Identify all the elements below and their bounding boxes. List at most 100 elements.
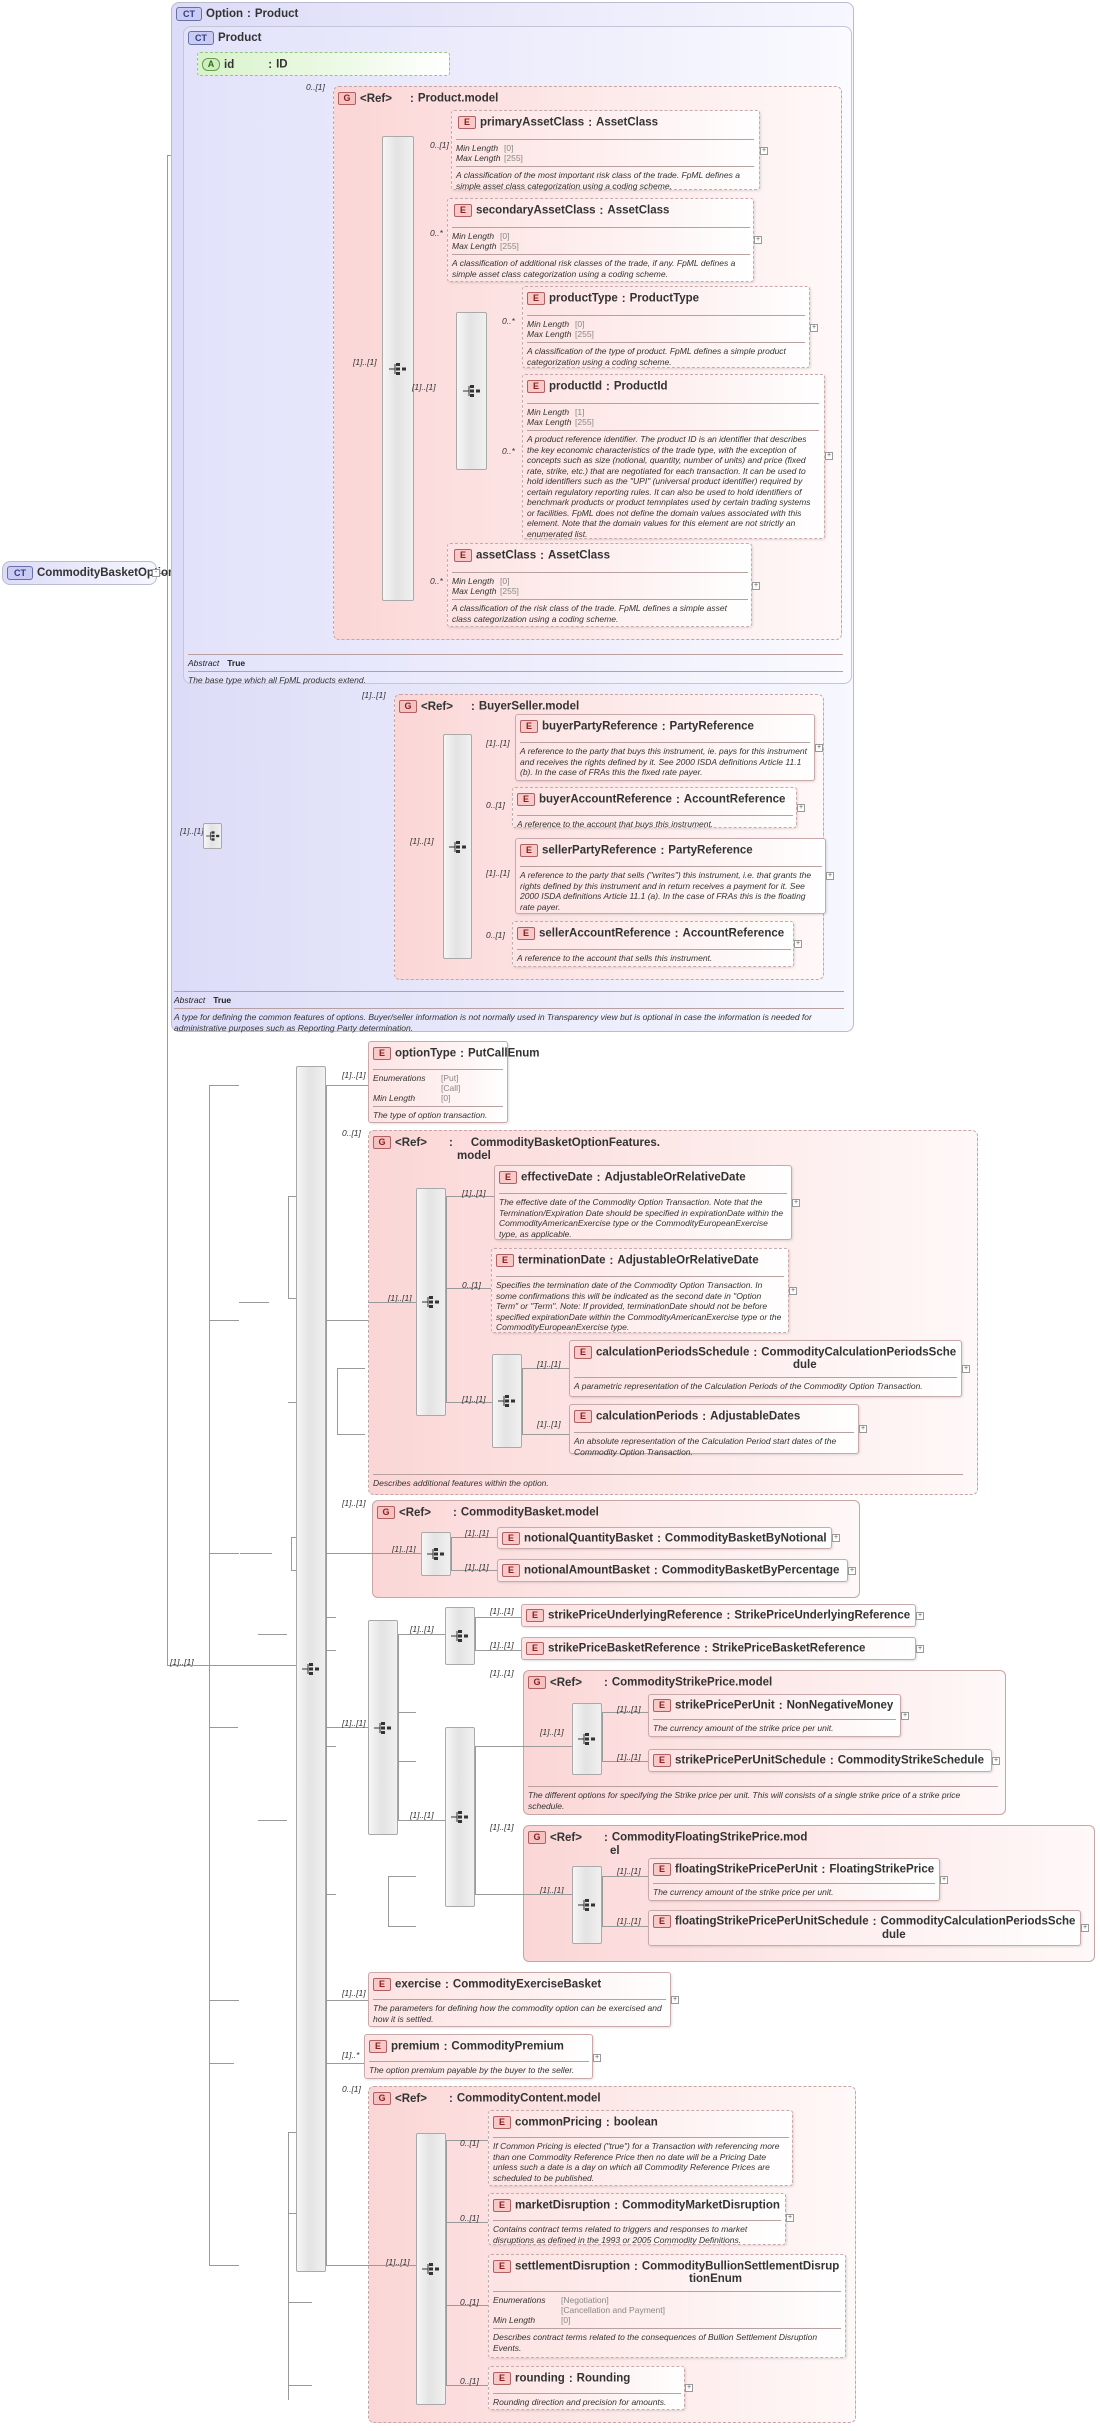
expand-icon[interactable]: + [859, 1425, 867, 1433]
choice-compositor[interactable] [572, 1703, 602, 1775]
expand-icon[interactable]: + [832, 1534, 840, 1542]
product-name: Product [218, 32, 262, 45]
sequence-compositor[interactable] [416, 1188, 446, 1416]
connector [446, 2140, 488, 2141]
expand-icon[interactable]: + [593, 2054, 601, 2062]
choice-compositor[interactable] [421, 1532, 451, 1576]
connector [209, 2265, 239, 2266]
sequence-compositor[interactable] [443, 734, 472, 959]
expand-icon[interactable]: + [752, 582, 760, 590]
expand-icon[interactable]: + [810, 324, 818, 332]
expand-icon[interactable]: + [754, 236, 762, 244]
expand-icon[interactable]: + [826, 872, 834, 880]
expand-icon[interactable]: + [789, 1287, 797, 1295]
expand-icon[interactable]: + [794, 940, 802, 948]
connector [209, 2000, 239, 2001]
expand-icon[interactable]: + [1081, 1924, 1089, 1932]
expand-icon[interactable]: + [685, 2384, 693, 2392]
connector [388, 1876, 416, 1877]
connector [209, 1085, 239, 1086]
sequence-icon [389, 362, 406, 375]
sequence-compositor[interactable] [492, 1354, 522, 1448]
connector [209, 1085, 210, 2265]
element-icon: E [499, 1171, 517, 1184]
connector [326, 1320, 368, 1321]
expand-icon[interactable]: + [792, 1199, 800, 1207]
connector [288, 1196, 289, 1298]
connector [388, 1876, 389, 1926]
sequence-compositor[interactable] [382, 136, 414, 601]
expand-icon[interactable]: + [992, 1757, 1000, 1765]
choice-compositor[interactable] [445, 1727, 475, 1907]
element-icon: E [454, 204, 472, 217]
expand-icon[interactable]: + [916, 1645, 924, 1653]
sequence-compositor[interactable] [416, 2133, 446, 2405]
option-base-type: Product [254, 8, 299, 21]
expand-icon[interactable]: + [940, 1876, 948, 1884]
group-icon: G [373, 2092, 391, 2105]
expand-icon[interactable]: + [786, 2214, 794, 2222]
sequence-compositor[interactable] [445, 1607, 475, 1665]
expand-icon[interactable]: + [671, 1996, 679, 2004]
expand-icon[interactable]: + [815, 744, 823, 752]
element-icon: E [502, 1564, 520, 1577]
expand-icon[interactable]: + [797, 804, 805, 812]
connector [451, 1570, 497, 1571]
sequence-icon [451, 1630, 468, 1642]
attribute-icon: A [202, 58, 220, 71]
connector [337, 1434, 365, 1435]
sequence-compositor[interactable] [203, 823, 222, 849]
expand-icon[interactable]: + [760, 147, 768, 155]
connector [446, 2222, 488, 2223]
choice-icon [578, 1733, 595, 1745]
expand-icon[interactable]: + [825, 452, 833, 460]
connector [239, 1302, 269, 1303]
element-icon: E [458, 116, 476, 129]
main-sequence-compositor[interactable] [296, 1066, 326, 2272]
sequence-icon [422, 2263, 439, 2275]
choice-compositor[interactable] [572, 1866, 602, 1944]
choice-compositor[interactable] [368, 1620, 398, 1835]
connector [602, 1876, 648, 1877]
element-icon: E [373, 1978, 391, 1991]
sequence-compositor[interactable] [456, 312, 487, 470]
expand-icon[interactable]: + [901, 1712, 909, 1720]
connector [398, 1634, 445, 1635]
expand-icon[interactable]: + [916, 1612, 924, 1620]
expand-icon[interactable]: - [152, 569, 160, 577]
connector [326, 1553, 372, 1554]
expand-icon[interactable]: + [962, 1365, 970, 1373]
connector [368, 1302, 416, 1303]
expand-icon[interactable]: + [848, 1567, 856, 1575]
